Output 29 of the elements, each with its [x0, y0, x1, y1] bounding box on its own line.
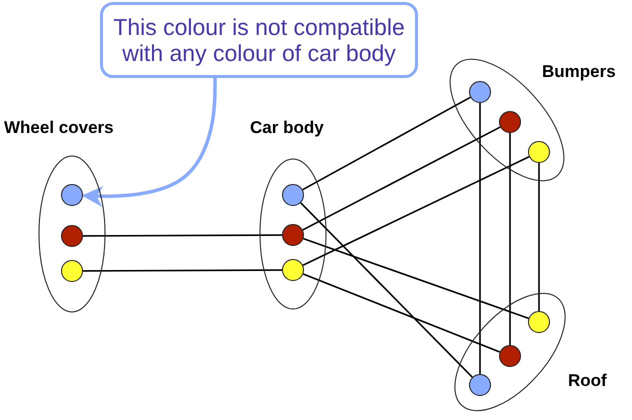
connector-line — [479, 103, 481, 374]
circle-marker — [61, 225, 83, 247]
connector-line — [302, 96, 471, 190]
circle-marker — [469, 81, 491, 103]
arrow — [82, 78, 217, 208]
circle-marker — [528, 311, 550, 333]
group-heading: Bumpers — [542, 62, 616, 82]
connector-line — [303, 238, 529, 320]
group-heading: Roof — [568, 371, 607, 391]
circle-marker — [282, 224, 304, 246]
connector-line — [302, 273, 500, 353]
circle-marker — [469, 374, 491, 396]
circle-marker — [61, 184, 83, 206]
circle-marker — [528, 141, 550, 163]
circle-marker — [499, 345, 521, 367]
connector-line — [83, 234, 282, 237]
circle-marker — [499, 111, 521, 133]
connector-line — [538, 163, 540, 311]
connector-line — [302, 156, 530, 266]
group-heading: Car body — [250, 118, 324, 138]
callout-box: This colour is not compatible with any colour of car body — [100, 2, 418, 78]
circle-marker — [282, 184, 304, 206]
connector-line — [509, 133, 511, 345]
group-heading: Wheel covers — [4, 118, 114, 138]
connector-line — [83, 269, 282, 272]
connector-line — [300, 202, 473, 378]
connector-line — [302, 126, 501, 231]
circle-marker — [61, 260, 83, 282]
circle-marker — [282, 259, 304, 281]
